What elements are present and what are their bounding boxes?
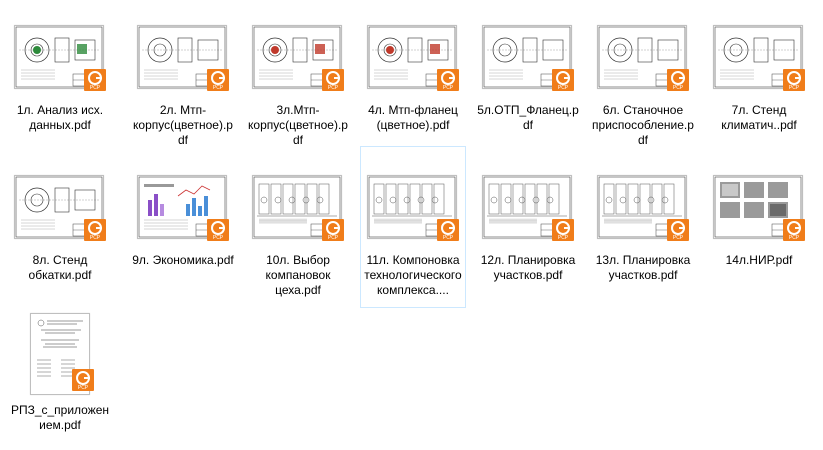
pcp-reader-icon: PCP bbox=[552, 69, 574, 91]
file-item[interactable]: PCP 8л. Стенд обкатки.pdf bbox=[5, 160, 115, 284]
file-thumbnail: PCP bbox=[250, 163, 346, 243]
file-thumbnail: PCP bbox=[711, 163, 807, 243]
file-thumbnail: PCP bbox=[12, 163, 108, 243]
pcp-badge-label: PCP bbox=[327, 85, 339, 91]
file-name: 2л. Мтп-корпус(цветное).pdf bbox=[133, 103, 233, 147]
pcp-reader-icon: PCP bbox=[72, 369, 94, 391]
pdf-page-preview bbox=[597, 175, 687, 239]
pcp-reader-icon: PCP bbox=[322, 219, 344, 241]
pcp-reader-icon: PCP bbox=[322, 69, 344, 91]
pcp-reader-icon: PCP bbox=[437, 69, 459, 91]
file-name: 6л. Станочное приспособление.pdf bbox=[592, 103, 694, 147]
file-name: 1л. Анализ исх. данных.pdf bbox=[16, 103, 104, 132]
file-name: 11л. Компоновка технологического комплек… bbox=[364, 253, 462, 297]
pcp-reader-icon: PCP bbox=[207, 219, 229, 241]
pdf-page-preview bbox=[252, 175, 342, 239]
file-name: 5л.ОТП_Фланец.pdf bbox=[477, 103, 579, 132]
file-thumbnail: PCP bbox=[365, 13, 461, 93]
file-item[interactable]: PCP 13л. Планировка участков.pdf bbox=[588, 160, 698, 284]
pdf-page-preview bbox=[137, 175, 227, 239]
pcp-reader-icon: PCP bbox=[667, 219, 689, 241]
file-name: 13л. Планировка участков.pdf bbox=[595, 253, 691, 282]
file-thumbnail: PCP bbox=[711, 13, 807, 93]
file-item[interactable]: PCP 7л. Стенд климатич..pdf bbox=[704, 10, 814, 134]
pcp-reader-icon: PCP bbox=[783, 219, 805, 241]
file-item[interactable]: PCP 10л. Выбор компановок цеха.pdf bbox=[243, 160, 353, 299]
file-item[interactable]: PCP 3л.Мтп-корпус(цветное).pdf bbox=[243, 10, 353, 149]
pcp-badge-label: PCP bbox=[89, 85, 101, 91]
pcp-badge-label: PCP bbox=[788, 85, 800, 91]
file-item[interactable]: PCP 5л.ОТП_Фланец.pdf bbox=[473, 10, 583, 134]
file-thumbnail: PCP bbox=[12, 13, 108, 93]
pcp-badge-label: PCP bbox=[89, 235, 101, 241]
file-thumbnail: PCP bbox=[135, 163, 231, 243]
pcp-badge-label: PCP bbox=[788, 235, 800, 241]
file-thumbnail: PCP bbox=[480, 13, 576, 93]
pcp-badge-label: PCP bbox=[212, 235, 224, 241]
pcp-reader-icon: PCP bbox=[552, 219, 574, 241]
file-name: 12л. Планировка участков.pdf bbox=[480, 253, 576, 282]
pcp-reader-icon: PCP bbox=[84, 69, 106, 91]
pdf-page-preview bbox=[367, 175, 457, 239]
pcp-badge-label: PCP bbox=[77, 385, 89, 391]
file-name: 10л. Выбор компановок цеха.pdf bbox=[265, 253, 331, 297]
pcp-badge-label: PCP bbox=[442, 85, 454, 91]
file-name: РПЗ_с_приложением.pdf bbox=[10, 403, 110, 432]
pcp-reader-icon: PCP bbox=[667, 69, 689, 91]
pdf-page-preview bbox=[30, 313, 90, 395]
pcp-badge-label: PCP bbox=[557, 235, 569, 241]
file-item[interactable]: PCP 1л. Анализ исх. данных.pdf bbox=[5, 10, 115, 134]
pcp-badge-label: PCP bbox=[442, 235, 454, 241]
file-item[interactable]: PCP 9л. Экономика.pdf bbox=[128, 160, 238, 269]
pcp-badge-label: PCP bbox=[557, 85, 569, 91]
file-thumbnail: PCP bbox=[135, 13, 231, 93]
pcp-reader-icon: PCP bbox=[437, 219, 459, 241]
pcp-reader-icon: PCP bbox=[783, 69, 805, 91]
file-name: 3л.Мтп-корпус(цветное).pdf bbox=[248, 103, 348, 147]
pcp-reader-icon: PCP bbox=[207, 69, 229, 91]
file-item[interactable]: PCP 6л. Станочное приспособление.pdf bbox=[588, 10, 698, 149]
file-item[interactable]: PCP 11л. Компоновка технологического комп… bbox=[360, 146, 466, 308]
pdf-page-preview bbox=[252, 25, 342, 89]
file-name: 9л. Экономика.pdf bbox=[132, 253, 234, 267]
pcp-badge-label: PCP bbox=[672, 85, 684, 91]
file-thumbnail: PCP bbox=[12, 313, 108, 395]
file-item[interactable]: PCP 12л. Планировка участков.pdf bbox=[473, 160, 583, 284]
file-thumbnail: PCP bbox=[595, 13, 691, 93]
pcp-badge-label: PCP bbox=[327, 235, 339, 241]
file-name: 8л. Стенд обкатки.pdf bbox=[28, 253, 92, 282]
file-item[interactable]: PCP 4л. Мтп-фланец (цветное).pdf bbox=[358, 10, 468, 134]
file-item[interactable]: PCP 14л.НИР.pdf bbox=[704, 160, 814, 269]
pdf-page-preview bbox=[14, 25, 104, 89]
file-name: 7л. Стенд климатич..pdf bbox=[721, 103, 797, 132]
file-item[interactable]: PCP 2л. Мтп-корпус(цветное).pdf bbox=[128, 10, 238, 149]
file-thumbnail: PCP bbox=[595, 163, 691, 243]
pcp-badge-label: PCP bbox=[212, 85, 224, 91]
file-thumbnail: PCP bbox=[365, 163, 461, 243]
file-thumbnail: PCP bbox=[480, 163, 576, 243]
file-name: 4л. Мтп-фланец (цветное).pdf bbox=[368, 103, 458, 132]
pcp-reader-icon: PCP bbox=[84, 219, 106, 241]
pcp-badge-label: PCP bbox=[672, 235, 684, 241]
file-name: 14л.НИР.pdf bbox=[725, 253, 793, 267]
file-item[interactable]: PCP РПЗ_с_приложением.pdf bbox=[5, 310, 115, 434]
file-thumbnail: PCP bbox=[250, 13, 346, 93]
